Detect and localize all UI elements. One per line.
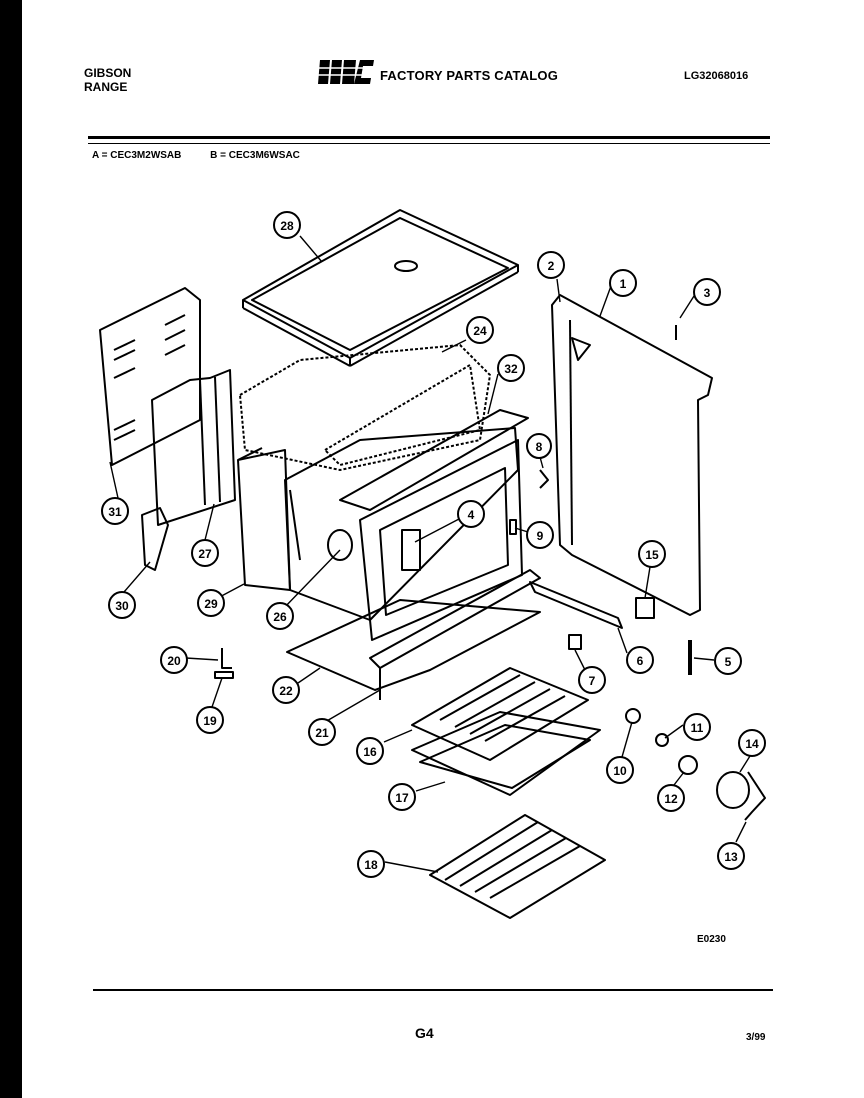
svg-text:31: 31 bbox=[108, 505, 122, 519]
model-b: B = CEC3M6WSAC bbox=[210, 150, 300, 161]
brand: GIBSON RANGE bbox=[84, 66, 131, 94]
svg-text:6: 6 bbox=[637, 654, 644, 668]
callout-18: 18 bbox=[357, 850, 385, 878]
callout-24: 24 bbox=[466, 316, 494, 344]
broiler-pan bbox=[411, 711, 601, 796]
callout-10: 10 bbox=[606, 756, 634, 784]
callout-27: 27 bbox=[191, 539, 219, 567]
svg-text:20: 20 bbox=[167, 654, 181, 668]
callout-20: 20 bbox=[160, 646, 188, 674]
svg-text:16: 16 bbox=[363, 745, 377, 759]
header-rule-thick bbox=[88, 136, 770, 139]
door-trim bbox=[339, 409, 529, 511]
callout-6: 6 bbox=[626, 646, 654, 674]
svg-text:19: 19 bbox=[203, 714, 217, 728]
right-side-panel bbox=[551, 294, 713, 616]
svg-text:27: 27 bbox=[198, 547, 212, 561]
svg-text:3: 3 bbox=[704, 286, 711, 300]
callout-4: 4 bbox=[457, 500, 485, 528]
svg-text:10: 10 bbox=[613, 764, 627, 778]
svg-text:32: 32 bbox=[504, 362, 518, 376]
page-number: G4 bbox=[415, 1025, 434, 1041]
diagram-reference: E0230 bbox=[697, 934, 726, 945]
callout-3: 3 bbox=[693, 278, 721, 306]
svg-text:4: 4 bbox=[468, 508, 475, 522]
svg-text:24: 24 bbox=[473, 324, 487, 338]
leader-lines bbox=[109, 235, 751, 873]
model-legend: A = CEC3M2WSAB B = CEC3M6WSAC bbox=[92, 150, 326, 161]
callout-5: 5 bbox=[714, 647, 742, 675]
svg-text:14: 14 bbox=[745, 737, 759, 751]
oven-insulation bbox=[239, 344, 491, 471]
callout-30: 30 bbox=[108, 591, 136, 619]
header-rule-thin bbox=[88, 143, 770, 144]
callout-21: 21 bbox=[308, 718, 336, 746]
svg-text:28: 28 bbox=[280, 219, 294, 233]
revision-date: 3/99 bbox=[746, 1032, 766, 1043]
callout-26: 26 bbox=[266, 602, 294, 630]
svg-text:9: 9 bbox=[537, 529, 544, 543]
front-rail bbox=[369, 569, 541, 700]
svg-text:7: 7 bbox=[589, 674, 596, 688]
callout-8: 8 bbox=[526, 433, 552, 459]
oven-rack bbox=[429, 814, 606, 919]
brand-line2: RANGE bbox=[84, 80, 128, 94]
svg-text:21: 21 bbox=[315, 726, 329, 740]
callout-31: 31 bbox=[101, 497, 129, 525]
callout-1: 1 bbox=[609, 269, 637, 297]
svg-text:30: 30 bbox=[115, 599, 129, 613]
svg-text:13: 13 bbox=[724, 850, 738, 864]
callout-9: 9 bbox=[526, 521, 554, 549]
svg-text:17: 17 bbox=[395, 791, 409, 805]
callout-11: 11 bbox=[683, 713, 711, 741]
callout-22: 22 bbox=[272, 676, 300, 704]
svg-text:2: 2 bbox=[548, 259, 555, 273]
callout-17: 17 bbox=[388, 783, 416, 811]
footer-rule bbox=[93, 989, 773, 991]
svg-text:11: 11 bbox=[691, 721, 704, 735]
model-a: A = CEC3M2WSAB bbox=[92, 150, 182, 161]
callout-15: 15 bbox=[638, 540, 666, 568]
svg-text:5: 5 bbox=[725, 655, 732, 669]
svg-text:15: 15 bbox=[645, 548, 659, 562]
svg-text:18: 18 bbox=[364, 858, 378, 872]
callout-19: 19 bbox=[196, 706, 224, 734]
callout-16: 16 bbox=[356, 737, 384, 765]
svg-text:22: 22 bbox=[279, 684, 293, 698]
side-panel bbox=[151, 369, 236, 526]
callout-29: 29 bbox=[197, 589, 225, 617]
svg-text:29: 29 bbox=[204, 597, 218, 611]
oven-door bbox=[359, 439, 523, 641]
wci-logo bbox=[316, 60, 376, 84]
callout-12: 12 bbox=[657, 784, 685, 812]
small-parts bbox=[214, 325, 766, 821]
svg-text:1: 1 bbox=[620, 277, 627, 291]
brand-line1: GIBSON bbox=[84, 66, 132, 80]
catalog-code: LG32068016 bbox=[684, 70, 749, 82]
hinge-bracket bbox=[141, 507, 169, 571]
broiler-grid bbox=[411, 667, 589, 761]
callout-28: 28 bbox=[273, 211, 301, 239]
callout-2: 2 bbox=[537, 251, 565, 279]
bottom-panel bbox=[286, 599, 541, 691]
svg-text:12: 12 bbox=[664, 792, 678, 806]
catalog-page bbox=[22, 0, 864, 1098]
rear-panel bbox=[99, 287, 201, 466]
callout-7: 7 bbox=[578, 666, 606, 694]
side-insulation bbox=[237, 447, 291, 591]
svg-text:26: 26 bbox=[273, 610, 287, 624]
catalog-title: FACTORY PARTS CATALOG bbox=[380, 68, 559, 83]
callout-14: 14 bbox=[738, 729, 766, 757]
callout-32: 32 bbox=[497, 354, 525, 382]
svg-text:8: 8 bbox=[536, 440, 543, 454]
slide-rail bbox=[529, 581, 623, 629]
callout-13: 13 bbox=[717, 842, 745, 870]
